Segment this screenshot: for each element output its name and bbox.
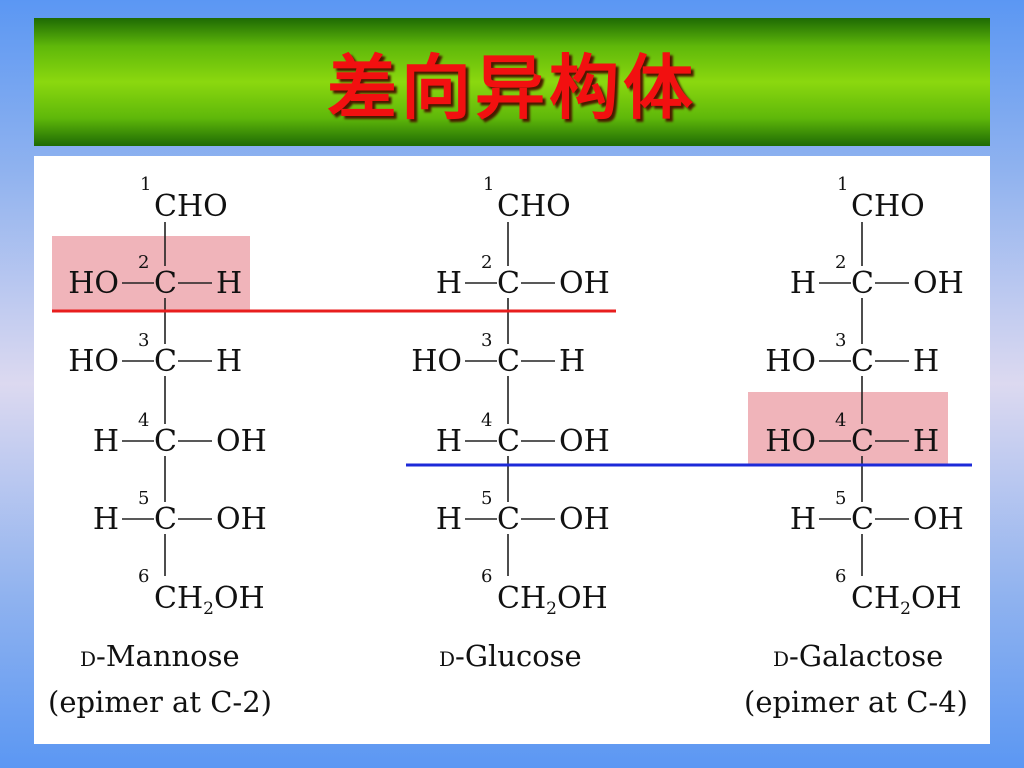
mannose-c4-right: OH: [216, 424, 267, 459]
glucose-cho: CHO: [497, 189, 571, 224]
mannose-c3-right: H: [216, 344, 242, 379]
galactose-c5-number: 5: [835, 488, 846, 509]
galactose-c2-right: OH: [913, 266, 964, 301]
galactose-c5-right: OH: [913, 502, 964, 537]
galactose-structure: 1 CHO 2 C H OH 3 C HO H 4 C HO H 5 C: [744, 174, 968, 719]
glucose-c2-right: OH: [559, 266, 610, 301]
mannose-name: D-Mannose: [80, 639, 240, 673]
mannose-structure: 1 CHO 2 C HO H 3 C HO H 4 C H OH: [48, 174, 272, 719]
mannose-c4-carbon: C: [154, 424, 177, 459]
glucose-c5-right: OH: [559, 502, 610, 537]
glucose-c5-left: H: [436, 502, 462, 537]
mannose-c3-left: HO: [68, 344, 119, 379]
galactose-c6-number: 6: [835, 566, 846, 587]
glucose-c1-number: 1: [483, 174, 494, 195]
mannose-c2-highlight: [52, 236, 250, 310]
glucose-c5-number: 5: [481, 488, 492, 509]
galactose-c4-carbon: C: [851, 424, 874, 459]
galactose-c5-left: H: [790, 502, 816, 537]
galactose-c1-number: 1: [837, 174, 848, 195]
galactose-note: (epimer at C-4): [744, 685, 968, 719]
glucose-c4-carbon: C: [497, 424, 520, 459]
mannose-cho: CHO: [154, 189, 228, 224]
mannose-c4-left: H: [93, 424, 119, 459]
glucose-c5-carbon: C: [497, 502, 520, 537]
fischer-projection-panel: 1 CHO 2 C HO H 3 C HO H 4 C H OH: [34, 156, 990, 744]
glucose-c3-left: HO: [411, 344, 462, 379]
galactose-c2-number: 2: [835, 252, 846, 273]
mannose-c3-carbon: C: [154, 344, 177, 379]
galactose-c3-right: H: [913, 344, 939, 379]
glucose-c6-number: 6: [481, 566, 492, 587]
mannose-c6-number: 6: [138, 566, 149, 587]
mannose-note: (epimer at C-2): [48, 685, 272, 719]
glucose-c4-right: OH: [559, 424, 610, 459]
glucose-name: D-Glucose: [439, 639, 582, 673]
glucose-c2-left: H: [436, 266, 462, 301]
galactose-c2-left: H: [790, 266, 816, 301]
mannose-c5-left: H: [93, 502, 119, 537]
galactose-c2-carbon: C: [851, 266, 874, 301]
glucose-c2-number: 2: [481, 252, 492, 273]
slide-title: 差向异构体: [327, 46, 697, 129]
glucose-c4-left: H: [436, 424, 462, 459]
fischer-diagram: 1 CHO 2 C HO H 3 C HO H 4 C H OH: [48, 174, 972, 719]
glucose-c2-carbon: C: [497, 266, 520, 301]
galactose-c3-carbon: C: [851, 344, 874, 379]
galactose-c3-number: 3: [835, 330, 846, 351]
glucose-c4-number: 4: [481, 410, 492, 431]
mannose-c3-number: 3: [138, 330, 149, 351]
galactose-c4-right: H: [913, 424, 939, 459]
galactose-c4-highlight: [748, 392, 948, 466]
mannose-c2-left: HO: [68, 266, 119, 301]
galactose-c4-number: 4: [835, 410, 846, 431]
mannose-c2-right: H: [216, 266, 242, 301]
glucose-ch2oh: CH2OH: [497, 581, 608, 619]
galactose-ch2oh: CH2OH: [851, 581, 962, 619]
galactose-name: D-Galactose: [773, 639, 943, 673]
glucose-structure: 1 CHO 2 C H OH 3 C HO H 4 C H OH 5 C: [411, 174, 610, 673]
mannose-c1-number: 1: [140, 174, 151, 195]
galactose-c4-left: HO: [765, 424, 816, 459]
mannose-c4-number: 4: [138, 410, 149, 431]
mannose-c5-right: OH: [216, 502, 267, 537]
mannose-ch2oh: CH2OH: [154, 581, 265, 619]
glucose-c3-number: 3: [481, 330, 492, 351]
mannose-c2-carbon: C: [154, 266, 177, 301]
glucose-c3-carbon: C: [497, 344, 520, 379]
galactose-cho: CHO: [851, 189, 925, 224]
galactose-c5-carbon: C: [851, 502, 874, 537]
mannose-c2-number: 2: [138, 252, 149, 273]
mannose-c5-number: 5: [138, 488, 149, 509]
galactose-c3-left: HO: [765, 344, 816, 379]
mannose-c5-carbon: C: [154, 502, 177, 537]
title-banner: 差向异构体: [34, 18, 990, 146]
glucose-c3-right: H: [559, 344, 585, 379]
